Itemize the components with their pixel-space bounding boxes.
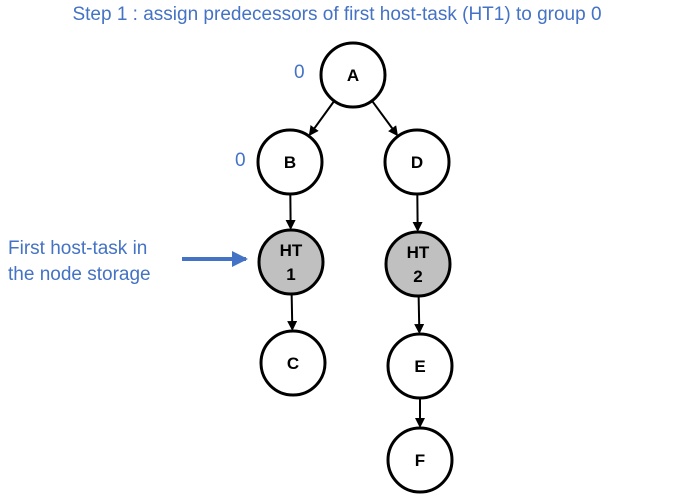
node-circle [319, 41, 387, 109]
node-c: C [259, 329, 327, 397]
node-circle [257, 228, 325, 296]
edge-ht1-c [287, 294, 298, 332]
node-a: A [319, 41, 387, 109]
node-label: A [347, 66, 359, 85]
edge-a-d [371, 100, 399, 137]
node-label: E [414, 357, 425, 376]
edges [285, 100, 425, 428]
node-circle [259, 329, 327, 397]
node-circle [383, 128, 451, 196]
node-label: HT [407, 243, 430, 262]
node-circle [384, 230, 452, 298]
node-f: F [386, 426, 454, 494]
node-d: D [383, 128, 451, 196]
edge-a-b [308, 101, 335, 137]
node-ht2: HT 2 [384, 230, 452, 298]
group-label-a: 0 [294, 62, 305, 83]
node-circle [386, 332, 454, 400]
nodes: A B D HT 1 HT 2C E F [256, 41, 454, 494]
node-e: E [386, 332, 454, 400]
side-note-line-1: First host-task in [8, 238, 148, 259]
edge-ht2-e [414, 296, 425, 335]
node-b: B [256, 128, 324, 196]
node-circle [386, 426, 454, 494]
node-label: C [287, 354, 299, 373]
node-ht1: HT 1 [257, 228, 325, 296]
node-label: D [411, 153, 423, 172]
node-circle [256, 128, 324, 196]
node-label: F [415, 451, 425, 470]
node-label: B [284, 153, 296, 172]
node-label: 2 [413, 267, 422, 286]
node-label: HT [280, 241, 303, 260]
side-note-line-2: the node storage [8, 264, 151, 285]
node-label: 1 [286, 265, 295, 284]
diagram-title: Step 1 : assign predecessors of first ho… [72, 4, 602, 25]
side-note: First host-task in the node storage [8, 236, 151, 288]
group-label-b: 0 [235, 150, 246, 171]
